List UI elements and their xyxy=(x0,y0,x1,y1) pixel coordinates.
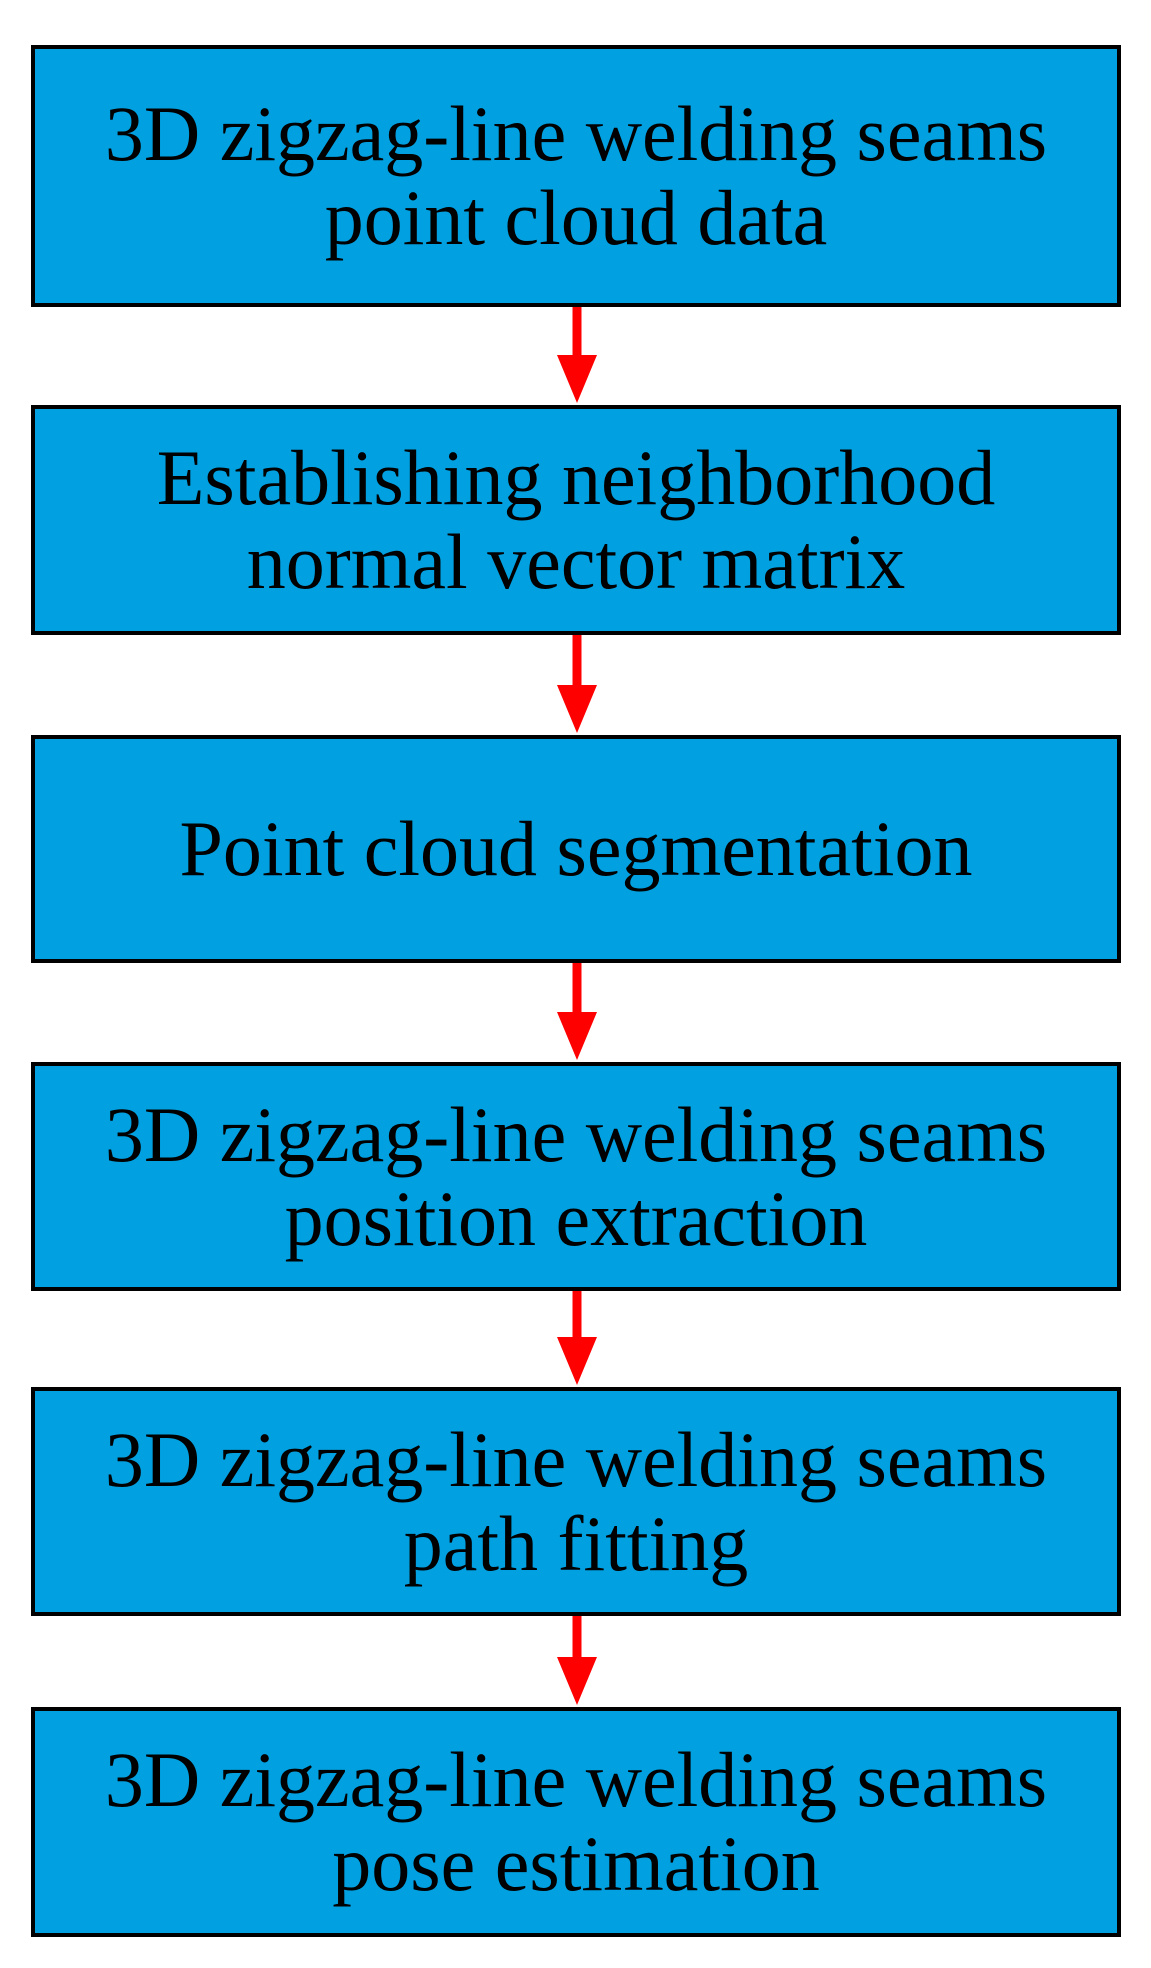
arrow-step1-to-step2 xyxy=(557,307,597,403)
step-label-line: 3D zigzag-line welding seams xyxy=(104,1415,1048,1503)
step-label-line: normal vector matrix xyxy=(246,518,906,605)
step-label-line: point cloud data xyxy=(324,174,828,261)
step-box-pose-estimation: 3D zigzag-line welding seams pose estima… xyxy=(31,1707,1121,1937)
arrow-step3-to-step4 xyxy=(557,963,597,1060)
arrow-step2-to-step3 xyxy=(557,635,597,733)
arrow-step5-to-step6 xyxy=(557,1616,597,1705)
step-box-point-cloud-data: 3D zigzag-line welding seams point cloud… xyxy=(31,45,1121,307)
step-box-normal-vector-matrix: Establishing neighborhood normal vector … xyxy=(31,405,1121,635)
step-label-line: pose estimation xyxy=(332,1820,820,1907)
step-box-segmentation: Point cloud segmentation xyxy=(31,735,1121,963)
step-label-line: 3D zigzag-line welding seams xyxy=(104,90,1048,177)
step-label-line: Point cloud segmentation xyxy=(179,805,973,892)
step-box-path-fitting: 3D zigzag-line welding seams path fittin… xyxy=(31,1387,1121,1616)
step-box-position-extraction: 3D zigzag-line welding seams position ex… xyxy=(31,1062,1121,1291)
step-label-line: 3D zigzag-line welding seams xyxy=(104,1090,1048,1178)
arrow-step4-to-step5 xyxy=(557,1291,597,1385)
step-label-line: Establishing neighborhood xyxy=(156,434,996,521)
step-label-line: 3D zigzag-line welding seams xyxy=(104,1736,1048,1823)
step-label-line: position extraction xyxy=(284,1174,868,1262)
step-label-line: path fitting xyxy=(403,1499,749,1587)
